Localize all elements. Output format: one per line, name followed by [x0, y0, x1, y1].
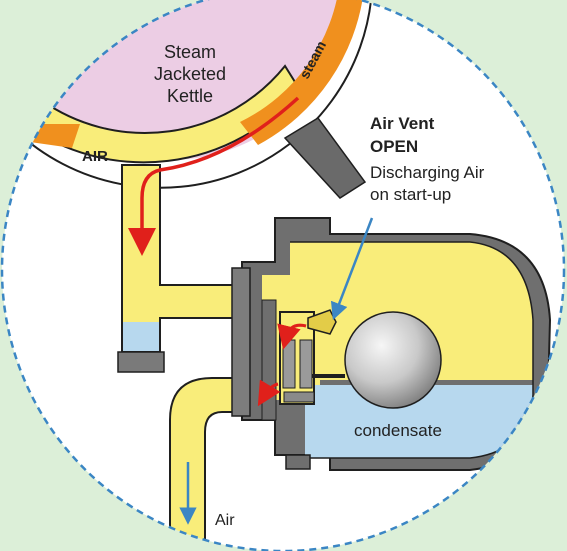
jacket-outline: [14, 0, 373, 189]
jacket-steam-left: [30, 124, 80, 148]
condensate-label: condensate: [354, 421, 442, 440]
float-ball-icon: [344, 311, 442, 409]
trap-partition: [261, 299, 277, 421]
flow-arrow-vent-out: [257, 379, 281, 407]
air-jacket-label: AIR: [82, 148, 108, 165]
kettle-support-leg: [283, 117, 367, 199]
jacket-air: [21, 64, 302, 164]
vent-desc-line2: on start-up: [370, 185, 451, 204]
trap-chamber-condensate: [305, 385, 533, 458]
air-outlet-label: Air: [215, 512, 235, 529]
drain-plug: [285, 454, 311, 470]
jacket-steam: [240, 0, 364, 145]
inlet-flange: [231, 267, 251, 417]
flow-arrow-vent-in: [277, 323, 307, 350]
dead-leg-condensate: [123, 322, 159, 351]
kettle-label-line1: Steam: [164, 42, 216, 62]
vent-desc-line1: Discharging Air: [370, 163, 485, 182]
vent-title-line1: Air Vent: [370, 114, 435, 133]
kettle-label-line2: Jacketed: [154, 64, 226, 84]
kettle-label-line3: Kettle: [167, 86, 213, 106]
thermostatic-air-vent-icon: [279, 309, 337, 405]
pointer-arrow: [330, 217, 374, 321]
dead-leg-cap: [117, 351, 165, 373]
flow-arrow-jacket: [128, 96, 300, 256]
vent-title-line2: OPEN: [370, 137, 418, 156]
